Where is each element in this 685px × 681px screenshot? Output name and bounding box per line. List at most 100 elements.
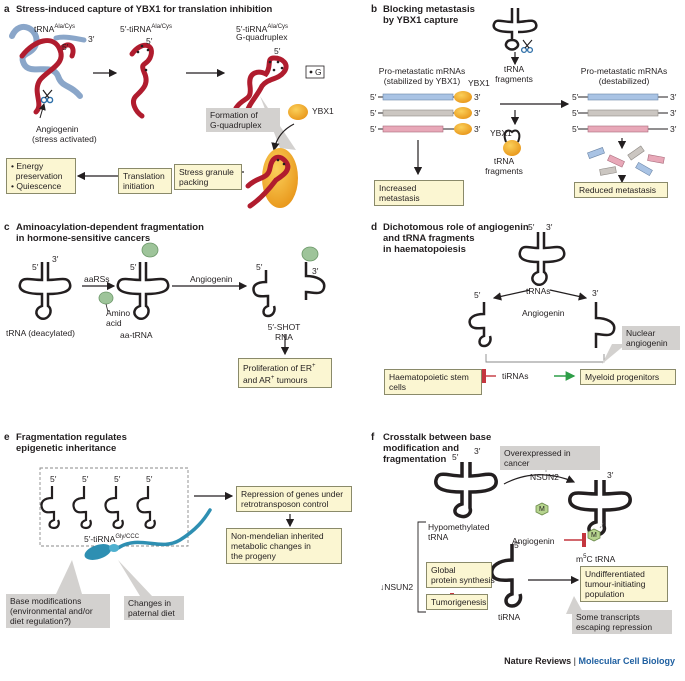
d-five-frag: 5′ <box>474 290 481 300</box>
panel-b-graphics <box>378 8 668 184</box>
d-three-top: 3′ <box>546 222 553 232</box>
ybx1-ellipse <box>288 104 308 120</box>
a-translation-init-box: Translation initiation <box>118 168 172 194</box>
f-trna-right <box>568 480 632 537</box>
d-tirnas: tiRNAs <box>502 371 529 381</box>
a-ybx1: YBX1 <box>312 106 334 116</box>
a-three: 3′ <box>88 34 95 44</box>
e-five-4: 5′ <box>146 474 153 484</box>
b-trna-fragments: tRNA fragments <box>495 64 533 84</box>
d-nuclear-box: Nuclear angiogenin <box>622 326 680 350</box>
b-ybx1-bottom: YBX1 <box>490 128 512 138</box>
f-undiff-box: Undifferentiated tumour-initiating popul… <box>580 566 668 602</box>
f-hypo: Hypomethylated tRNA <box>428 522 490 542</box>
f-m-right: M <box>591 532 597 539</box>
d-trnas: tRNAs <box>526 286 551 296</box>
f-m5c-trna: m5C tRNA <box>576 553 616 564</box>
a-energy-box: • Energy preservation • Quiescence <box>6 158 76 194</box>
panel-b-title: Blocking metastasis by YBX1 capture <box>383 4 475 26</box>
e-nonmendel-box: Non-mendelian inherited metabolic change… <box>226 528 342 564</box>
d-five-top: 5′ <box>528 222 535 232</box>
b-r-five-2: 5′ <box>572 108 579 118</box>
a-tirna-g4-label: 5′-tiRNAAla/Cys <box>236 23 289 34</box>
a-angiogenin: Angiogenin <box>36 124 79 134</box>
footer-section: Molecular Cell Biology <box>578 656 675 666</box>
panel-f-title: Crosstalk between base modification and … <box>383 432 492 465</box>
f-m-left: M <box>539 506 545 513</box>
f-tirna-label: tiRNA <box>498 612 521 622</box>
f-escaping-box: Some transcripts escaping repression <box>572 610 672 634</box>
m-hex-left <box>535 502 549 516</box>
a-tirna-label: 5′-tiRNAAla/Cys <box>120 23 173 34</box>
c-aa-trna: aa-tRNA <box>120 330 153 340</box>
d-angiogenin: Angiogenin <box>522 308 565 318</box>
d-three-frag: 3′ <box>592 288 599 298</box>
b-reduced-box: Reduced metastasis <box>574 182 668 198</box>
panel-c-title: Aminoacylation-dependent fragmentation i… <box>16 222 204 244</box>
b-ybx1: YBX1 <box>468 78 490 88</box>
a-stress-granule-box: Stress granule packing <box>174 164 242 190</box>
b-pro-stab: Pro-metastatic mRNAs (stabilized by YBX1… <box>378 66 466 86</box>
sperm-cell <box>84 508 212 560</box>
f-five-left: 5′ <box>452 452 459 462</box>
e-base-mod-box: Base modifications (environmental and/or… <box>6 594 110 628</box>
d-hsc-box: Haematopoietic stem cells <box>384 369 482 395</box>
b-r-three-2: 3′ <box>670 108 677 118</box>
g-key-box <box>305 65 325 79</box>
f-angiogenin: Angiogenin <box>512 536 555 546</box>
f-tirna <box>490 544 523 608</box>
b-trna-fragments-bottom: tRNA fragments <box>485 156 523 176</box>
b-three-2: 3′ <box>474 108 481 118</box>
c-angiogenin: Angiogenin <box>190 274 233 284</box>
footer-separator: | <box>571 656 579 666</box>
b-right-mrnas <box>578 93 668 133</box>
panel-a-title: Stress-induced capture of YBX1 for trans… <box>16 4 273 15</box>
c-shot-rna <box>252 270 276 318</box>
f-tumorigenesis-box: Tumorigenesis <box>426 594 488 610</box>
footer-credit: Nature Reviews | Molecular Cell Biology <box>504 656 675 666</box>
c-aa-trna <box>116 262 170 321</box>
c-shot-rna: 5′-SHOT RNA <box>267 322 301 342</box>
b-degraded-fragments <box>587 145 665 177</box>
a-trna-label: tRNAAla/Cys <box>34 23 75 34</box>
b-five-3: 5′ <box>370 124 377 134</box>
a-stress: (stress activated) <box>32 134 97 144</box>
b-r-three-3: 3′ <box>670 124 677 134</box>
e-five-1: 5′ <box>50 474 57 484</box>
b-three-3: 3′ <box>474 124 481 134</box>
trna-red-strand <box>19 38 76 115</box>
b-pro-destab: Pro-metastatic mRNAs (destabilized) <box>580 66 668 86</box>
b-five-2: 5′ <box>370 108 377 118</box>
a-g4-five: 5′ <box>274 46 281 56</box>
b-scissors-icon <box>520 39 534 54</box>
d-5-fragment <box>468 302 492 348</box>
panel-a-label: a <box>4 4 10 15</box>
c-aarss: aaRSs <box>84 274 110 284</box>
panel-e-graphics <box>39 467 295 596</box>
b-three-1: 3′ <box>474 92 481 102</box>
panel-d-label: d <box>371 222 378 233</box>
panel-f-label: f <box>371 432 375 443</box>
c-trna-deacyl: tRNA (deacylated) <box>6 328 75 338</box>
panel-b-label: b <box>371 4 378 15</box>
trna-blue-strand <box>9 23 83 99</box>
b-r-five-3: 5′ <box>572 124 579 134</box>
panel-c-label: c <box>4 222 10 233</box>
f-three-left: 3′ <box>474 446 481 456</box>
f-global-box: Global protein synthesis <box>426 562 495 588</box>
tirna-red <box>129 42 154 119</box>
e-diet-box: Changes in paternal diet <box>124 596 184 620</box>
b-left-mrnas <box>378 91 472 135</box>
a-five: 5′ <box>62 42 69 52</box>
c-amino-acid: Amino acid <box>106 308 131 328</box>
c-five-3: 5′ <box>256 262 263 272</box>
e-repression-box: Repression of genes under retrotransposo… <box>236 486 352 512</box>
a-formation-box: Formation of G-quadruplex <box>206 108 280 132</box>
c-proliferation-box: Proliferation of ER+ and AR+ tumours <box>238 358 332 388</box>
tirna-g4-red <box>233 55 289 119</box>
b-r-five-1: 5′ <box>572 92 579 102</box>
f-three-right: 3′ <box>607 470 614 480</box>
d-trna-clover <box>518 232 566 287</box>
b-increased-box: Increased metastasis <box>374 180 464 206</box>
e-five-3: 5′ <box>114 474 121 484</box>
